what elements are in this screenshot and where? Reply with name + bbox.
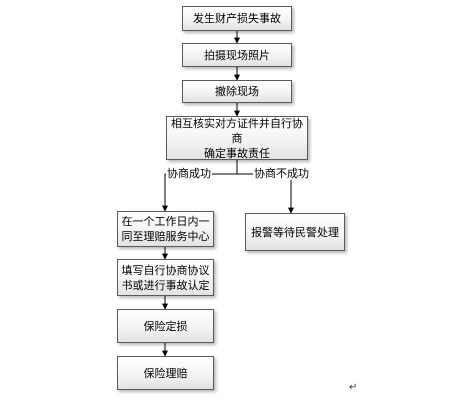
node-incident: 发生财产损失事故: [182, 6, 292, 31]
paragraph-mark: ↵: [349, 382, 358, 393]
node-incident-label: 发生财产损失事故: [193, 12, 281, 25]
node-photo: 拍摄现场照片: [182, 43, 292, 67]
branch-label-success: 协商成功: [166, 167, 212, 180]
node-verify-label: 相互核实对方证件并自行协商 确定事故责任: [171, 116, 303, 160]
node-assess-label: 保险定损: [143, 319, 188, 333]
node-service-center: 在一个工作日内一 同至理赔服务中心: [117, 211, 214, 247]
node-assess: 保险定损: [117, 309, 214, 343]
node-claim-label: 保险理赔: [143, 366, 188, 380]
node-agreement-label: 填写自行协商协议 书或进行事故认定: [121, 263, 210, 292]
node-photo-label: 拍摄现场照片: [204, 48, 270, 62]
branch-label-failure: 协商不成功: [253, 167, 310, 180]
node-agreement: 填写自行协商协议 书或进行事故认定: [117, 259, 214, 296]
node-claim: 保险理赔: [117, 356, 214, 390]
node-clear: 撤除现场: [182, 80, 292, 103]
node-verify: 相互核实对方证件并自行协商 确定事故责任: [166, 116, 308, 160]
node-police: 报警等待民警处理: [245, 213, 345, 251]
node-police-label: 报警等待民警处理: [251, 225, 339, 239]
node-service-center-label: 在一个工作日内一 同至理赔服务中心: [121, 215, 210, 243]
node-clear-label: 撤除现场: [215, 85, 259, 98]
